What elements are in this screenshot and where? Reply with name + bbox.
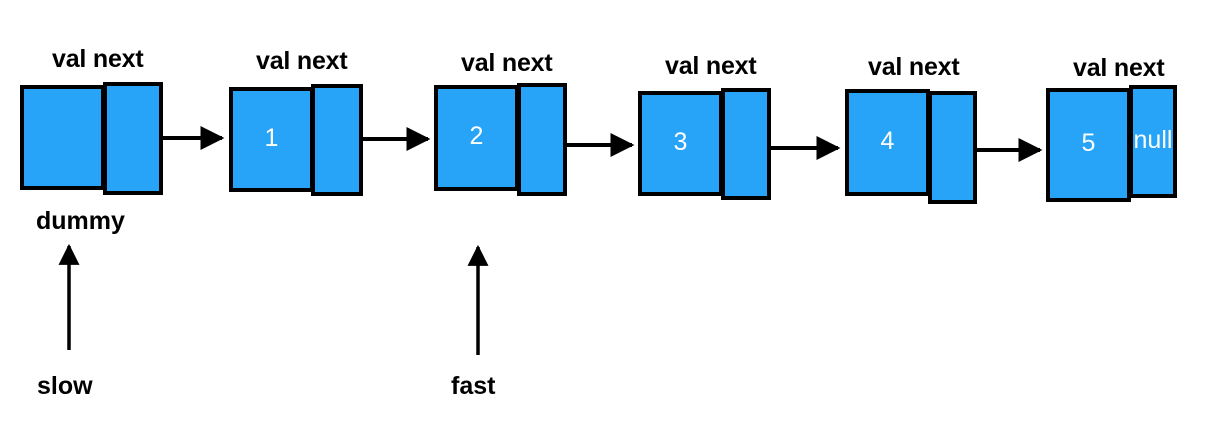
node-4-next-cell	[928, 91, 977, 204]
node-field-header: val next	[1073, 54, 1165, 82]
variable-pointer-arrows	[58, 243, 489, 355]
node-dummy-next-cell	[103, 82, 163, 195]
node-2-next-cell	[517, 83, 567, 196]
node-3-val-cell	[638, 91, 723, 196]
node-3-value-text: 3	[673, 127, 688, 156]
node-dummy-val-cell	[20, 85, 105, 190]
node-5-next-cell	[1129, 85, 1177, 198]
node-field-header: val next	[665, 52, 757, 80]
node-5-val-cell	[1046, 88, 1131, 202]
node-5-value-text: 5	[1081, 129, 1096, 157]
node-4-value-text: 4	[880, 126, 895, 155]
node-1-next-cell	[311, 84, 363, 196]
pointer-fast-label: fast	[451, 372, 496, 400]
node-2-val-cell	[434, 85, 519, 191]
node-field-header: val next	[868, 53, 960, 81]
node-field-header: val next	[52, 45, 144, 73]
node-field-header: val next	[256, 47, 348, 75]
node-field-header: val next	[461, 49, 553, 77]
node-3-next-cell	[721, 88, 771, 200]
node-dummy-caption: dummy	[36, 207, 125, 235]
pointer-slow-label: slow	[37, 372, 93, 400]
node-1-value-text: 1	[264, 123, 279, 152]
node-2-value-text: 2	[469, 122, 484, 150]
node-1-val-cell	[229, 87, 314, 192]
node-5-next-text: null	[1133, 125, 1173, 154]
